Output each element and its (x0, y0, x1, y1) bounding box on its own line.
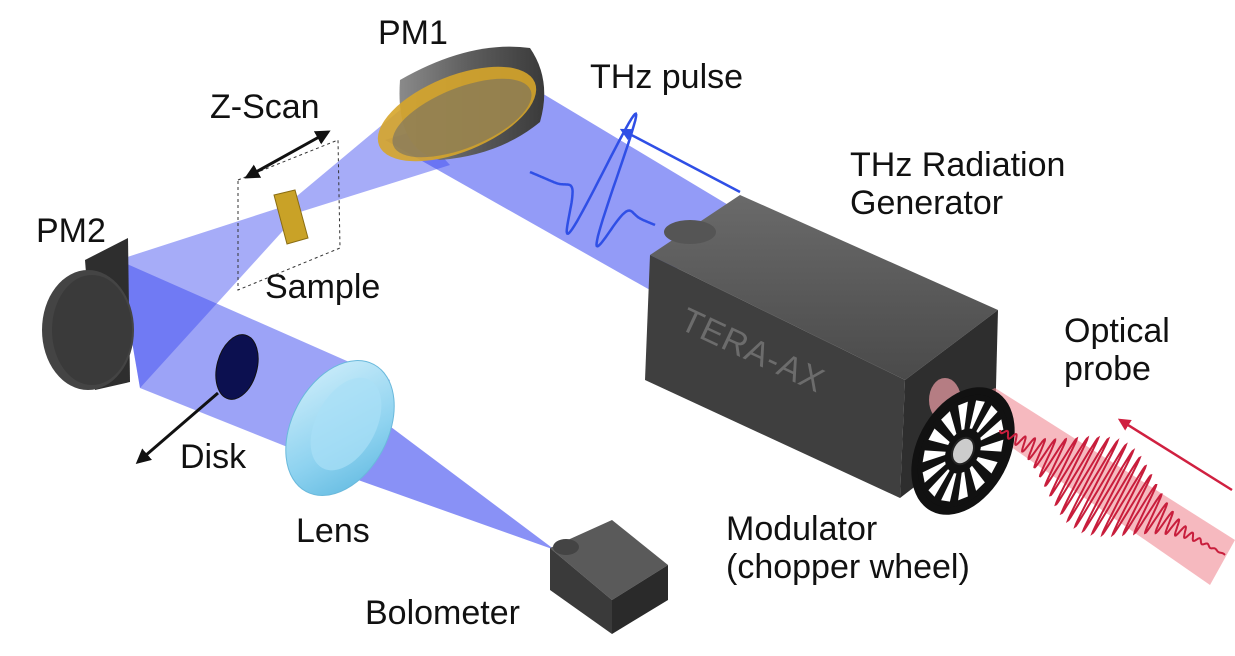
label-thz-pulse: THz pulse (590, 58, 744, 96)
chopper-slot (922, 461, 946, 483)
chopper-slot (976, 457, 998, 474)
disk-arrow (135, 391, 219, 464)
label-pm1: PM1 (378, 14, 448, 52)
z-scan-arrow (244, 130, 331, 179)
label-optical-probe: Optical probe (1064, 312, 1170, 388)
chopper-slot (958, 401, 968, 431)
label-z-scan: Z-Scan (210, 88, 320, 126)
sample-plate (273, 189, 309, 245)
disk (215, 334, 259, 400)
label-generator: THz Radiation Generator (850, 146, 1065, 222)
label-generator-line2: Generator (850, 184, 1004, 223)
chopper-slot (928, 428, 950, 445)
thz-pulse-waveform (529, 112, 656, 248)
label-modulator-line2: (chopper wheel) (726, 548, 970, 587)
label-optical-line2: probe (1064, 350, 1151, 389)
pm1-mirror (377, 46, 545, 162)
label-sample: Sample (265, 268, 381, 306)
label-bolometer: Bolometer (365, 594, 520, 632)
label-optical-line1: Optical (1064, 312, 1170, 350)
chopper-slot (969, 465, 985, 491)
lens (285, 360, 395, 496)
pm2-mirror (42, 238, 134, 390)
label-pm2: PM2 (36, 212, 106, 250)
chopper-slot (969, 400, 985, 429)
chopper-slot (928, 469, 950, 497)
label-modulator-line1: Modulator (726, 510, 878, 548)
label-generator-line1: THz Radiation (850, 146, 1066, 184)
label-lens: Lens (296, 512, 370, 550)
chopper-slot (980, 439, 1004, 452)
optical-probe-waveform (999, 429, 1226, 556)
chopper-wheel (911, 387, 1015, 515)
chopper-slot (941, 411, 957, 437)
label-modulator: Modulator (chopper wheel) (726, 510, 970, 586)
label-disk: Disk (180, 438, 247, 476)
probe-direction-arrow (1117, 418, 1233, 492)
chopper-slot (980, 419, 1004, 441)
z-scan-plane (237, 139, 341, 291)
chopper-slot (941, 473, 957, 502)
chopper-slot (976, 405, 998, 433)
chopper-slot (958, 471, 968, 501)
thz-direction-arrow (619, 128, 741, 194)
chopper-slot (922, 450, 946, 463)
bolometer (550, 520, 668, 634)
